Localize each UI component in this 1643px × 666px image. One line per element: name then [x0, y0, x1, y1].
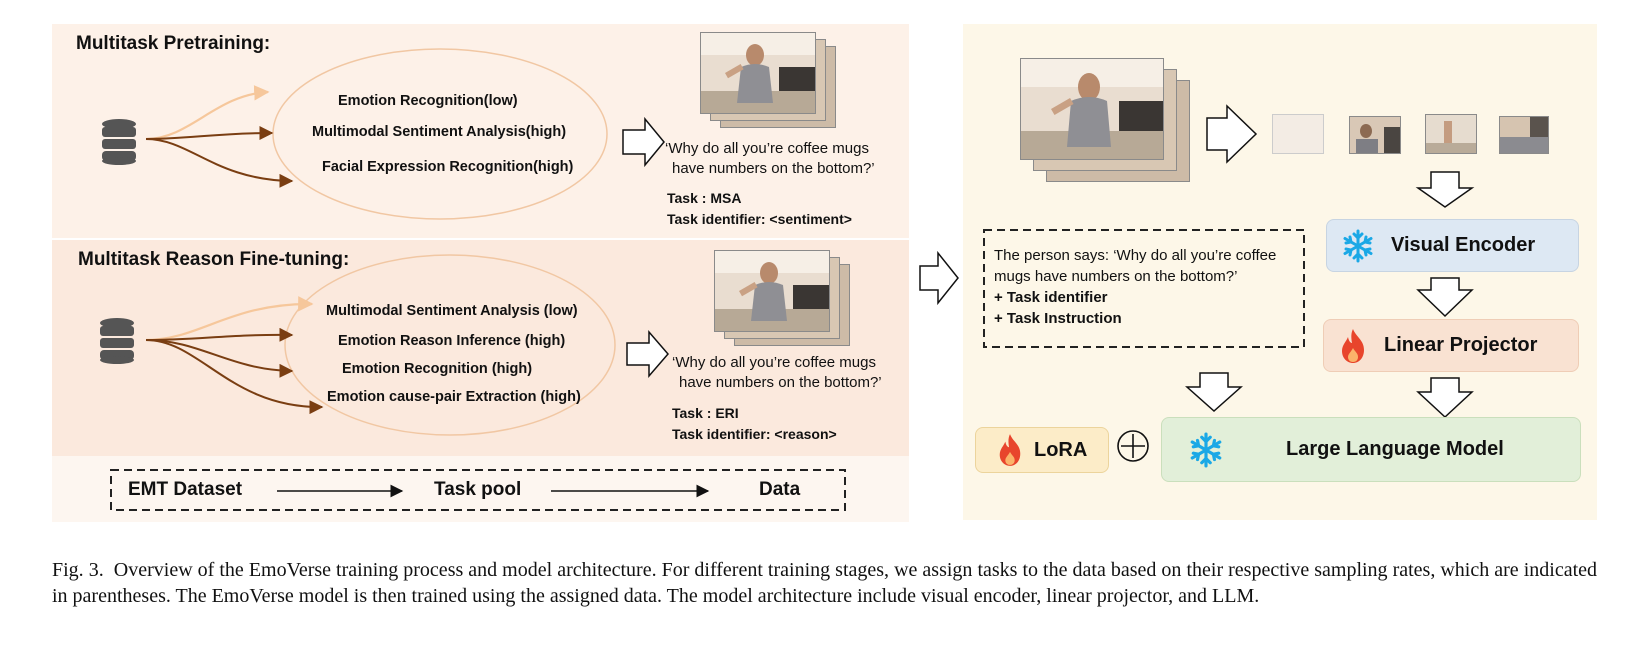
finetuning-task: Emotion Reason Inference (high): [338, 333, 566, 349]
finetuning-quote-line1: ‘Why do all you’re coffee mugs: [672, 354, 876, 371]
frame-patch: [1499, 116, 1549, 154]
snowflake-icon: [1343, 229, 1373, 262]
flame-icon: [1342, 328, 1364, 363]
finetuning-task-ellipse: [284, 254, 616, 436]
plus-circle: [1117, 430, 1149, 462]
prompt-line: The person says: ‘Why do all you’re coff…: [994, 247, 1277, 264]
flame-icon: [999, 434, 1021, 466]
figure-label: Fig. 3.: [52, 559, 104, 581]
finetuning-task: Emotion Recognition (high): [342, 361, 533, 377]
llm-module: Large Language Model: [1161, 417, 1581, 482]
frame-patch: [1349, 116, 1401, 154]
finetuning-task-name: Task : ERI: [672, 405, 739, 421]
prompt-task-identifier: + Task identifier: [994, 289, 1108, 306]
prompt-line: mugs have numbers on the bottom?’: [994, 268, 1238, 285]
pretraining-title: Multitask Pretraining:: [76, 33, 271, 54]
pipeline-emt-dataset: EMT Dataset: [128, 479, 243, 500]
visual-encoder-label: Visual Encoder: [1391, 234, 1536, 256]
linear-projector-label: Linear Projector: [1384, 334, 1538, 356]
snowflake-icon: [1190, 432, 1222, 467]
prompt-task-instruction: + Task Instruction: [994, 310, 1122, 327]
prompt-text: The person says: ‘Why do all you’re coff…: [994, 245, 1276, 329]
pretraining-quote-line1: ‘Why do all you’re coffee mugs: [665, 140, 869, 157]
finetuning-task-identifier: Task identifier: <reason>: [672, 426, 837, 442]
video-frames-pretraining: [700, 32, 838, 130]
pipeline-data: Data: [759, 479, 801, 500]
database-icon: [100, 318, 134, 364]
pretraining-task-name: Task : MSA: [667, 190, 742, 206]
figure-caption: Fig. 3. Overview of the EmoVerse trainin…: [52, 557, 1597, 609]
lora-label: LoRA: [1034, 438, 1088, 461]
pretraining-task: Multimodal Sentiment Analysis(high): [312, 124, 567, 140]
video-frames-finetuning: [714, 250, 852, 348]
pretraining-task-identifier: Task identifier: <sentiment>: [667, 211, 852, 227]
linear-projector-module: Linear Projector: [1323, 319, 1579, 372]
frame-patch: [1272, 114, 1324, 154]
finetuning-task: Emotion cause-pair Extraction (high): [327, 389, 581, 405]
pretraining-task: Facial Expression Recognition(high): [322, 159, 574, 175]
lora-module: LoRA: [975, 427, 1109, 473]
visual-encoder-module: Visual Encoder: [1326, 219, 1579, 272]
llm-label: Large Language Model: [1286, 438, 1504, 460]
figure-caption-text: Overview of the EmoVerse training proces…: [52, 559, 1598, 607]
finetuning-task: Multimodal Sentiment Analysis (low): [326, 303, 578, 319]
pretraining-task: Emotion Recognition(low): [338, 93, 518, 109]
pipeline-task-pool: Task pool: [434, 479, 522, 500]
video-frames-input: [1020, 58, 1194, 184]
frame-patch: [1425, 114, 1477, 154]
database-icon: [102, 119, 136, 165]
pretraining-quote-line2: have numbers on the bottom?’: [672, 160, 875, 177]
finetuning-title: Multitask Reason Fine-tuning:: [78, 249, 350, 270]
finetuning-quote-line2: have numbers on the bottom?’: [679, 374, 882, 391]
